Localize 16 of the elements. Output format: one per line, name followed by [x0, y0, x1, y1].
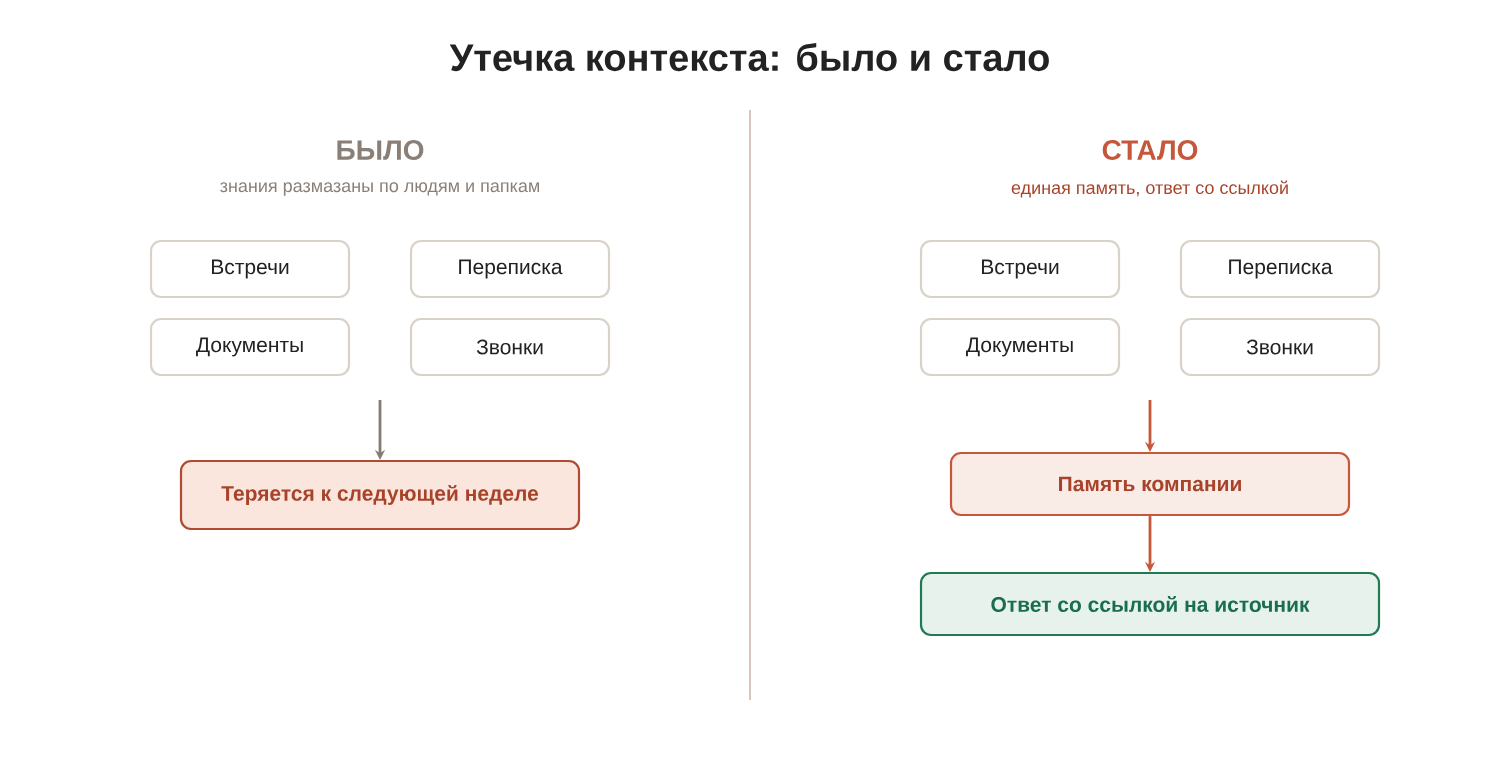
- answer-box: Ответ со ссылкой на источник: [919, 571, 1381, 637]
- source-box: Звонки: [1179, 317, 1381, 377]
- title: Утечка контекста: было и стало: [449, 42, 1049, 72]
- source-box: Документы: [919, 317, 1121, 377]
- source-box: Звонки: [409, 317, 611, 377]
- heading: СТАЛО: [1102, 140, 1198, 160]
- source-box: Переписка: [1179, 239, 1381, 299]
- result-box: Теряется к следующей неделе: [179, 459, 581, 531]
- heading: БЫЛО: [337, 140, 424, 160]
- memory-box: Память компании: [949, 451, 1351, 517]
- source-box: Встречи: [149, 239, 351, 299]
- source-box: Документы: [149, 317, 351, 377]
- source-box: Встречи: [919, 239, 1121, 299]
- source-box: Переписка: [409, 239, 611, 299]
- subtitle: знания размазаны по людям и папкам: [220, 182, 540, 196]
- subtitle: единая память, ответ со ссылкой: [1011, 180, 1288, 198]
